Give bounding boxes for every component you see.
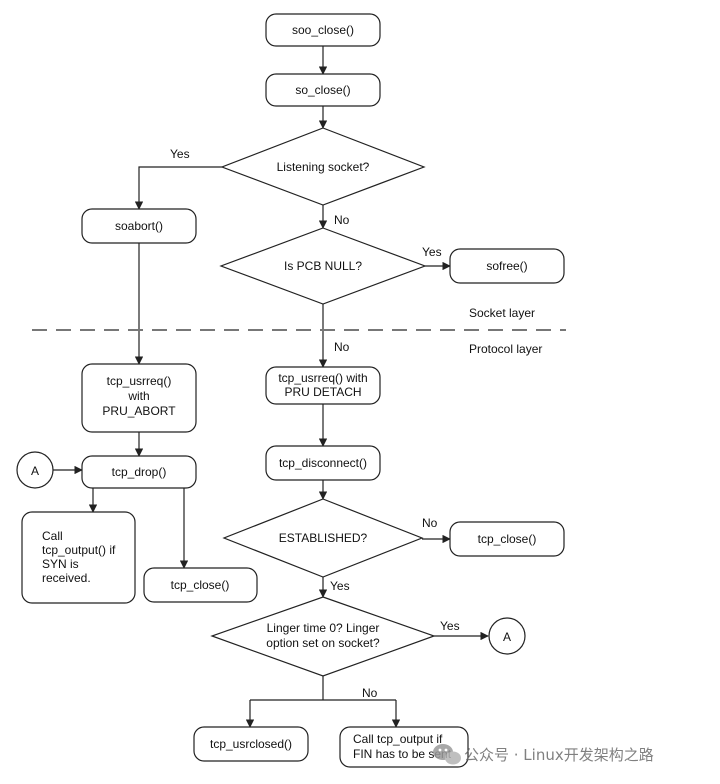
decision-pcb-null-label: Is PCB NULL? <box>284 259 362 273</box>
node-tcp-usrreq-abort: tcp_usrreq() with PRU_ABORT <box>81 363 197 433</box>
linger-yes-label: Yes <box>440 619 460 633</box>
node-call-tcp-output-syn-line1: Call <box>42 529 63 543</box>
node-tcp-usrclosed-label: tcp_usrclosed() <box>210 737 292 751</box>
edges <box>53 46 489 728</box>
edge-labels: Yes No Yes No No Yes Yes No <box>170 147 460 700</box>
listening-yes-label: Yes <box>170 147 190 161</box>
node-tcp-close-right-label: tcp_close() <box>478 532 537 546</box>
listening-no-label: No <box>334 213 350 227</box>
node-tcp-close-left-label: tcp_close() <box>171 578 230 592</box>
node-tcp-usrreq-detach-line1: tcp_usrreq() with <box>278 371 367 385</box>
node-soabort: soabort() <box>81 208 197 244</box>
node-tcp-usrclosed: tcp_usrclosed() <box>193 726 309 762</box>
node-tcp-usrreq-detach-line2: PRU DETACH <box>284 385 361 399</box>
node-tcp-drop: tcp_drop() <box>81 455 197 489</box>
node-call-tcp-output-syn-line3: SYN is <box>42 557 79 571</box>
decision-listening-socket-label: Listening socket? <box>277 160 370 174</box>
node-sofree-label: sofree() <box>486 259 527 273</box>
decision-linger-line1: Linger time 0? Linger <box>267 621 380 635</box>
connector-a-right: A <box>488 617 526 655</box>
connector-a-left-label: A <box>31 464 39 478</box>
node-tcp-close-left: tcp_close() <box>143 567 258 603</box>
established-yes-label: Yes <box>330 579 350 593</box>
node-so-close-label: so_close() <box>295 83 350 97</box>
wechat-logo-icon <box>433 744 461 765</box>
node-call-tcp-output-fin-line1: Call tcp_output if <box>353 732 443 746</box>
node-tcp-drop-label: tcp_drop() <box>112 465 167 479</box>
node-call-tcp-output-syn: Call tcp_output() if SYN is received. <box>21 511 136 604</box>
node-soo-close-label: soo_close() <box>292 23 354 37</box>
node-call-tcp-output-syn-line2: tcp_output() if <box>42 543 116 557</box>
established-no-label: No <box>422 516 438 530</box>
node-tcp-usrreq-detach: tcp_usrreq() with PRU DETACH <box>265 366 381 405</box>
node-tcp-usrreq-abort-line1: tcp_usrreq() <box>107 374 172 388</box>
node-soabort-label: soabort() <box>115 219 163 233</box>
node-tcp-usrreq-abort-line2: with <box>127 389 149 403</box>
node-call-tcp-output-fin-line2: FIN has to be sent <box>353 747 452 761</box>
node-tcp-disconnect-label: tcp_disconnect() <box>279 456 367 470</box>
connector-a-left: A <box>16 451 54 489</box>
protocol-layer-label: Protocol layer <box>469 342 542 356</box>
decision-linger: Linger time 0? Linger option set on sock… <box>210 596 436 677</box>
connector-a-right-label: A <box>503 630 511 644</box>
decision-established-label: ESTABLISHED? <box>279 531 368 545</box>
edge-linger-no-branch <box>250 676 396 701</box>
socket-layer-label: Socket layer <box>469 306 535 320</box>
decision-listening-socket: Listening socket? <box>220 127 426 206</box>
node-tcp-disconnect: tcp_disconnect() <box>265 445 381 481</box>
decision-pcb-null: Is PCB NULL? <box>219 227 427 305</box>
watermark: 公众号 · Linux开发架构之路 <box>433 744 654 765</box>
linger-no-label: No <box>362 686 378 700</box>
node-soo-close: soo_close() <box>265 13 381 47</box>
decision-linger-line2: option set on socket? <box>266 636 380 650</box>
node-tcp-close-right: tcp_close() <box>449 521 565 557</box>
pcb-no-label: No <box>334 340 350 354</box>
node-call-tcp-output-syn-line4: received. <box>42 571 91 585</box>
node-sofree: sofree() <box>449 248 565 284</box>
edge-listening-yes-to-soabort <box>134 166 222 210</box>
decision-established: ESTABLISHED? <box>222 498 424 578</box>
watermark-text: 公众号 · Linux开发架构之路 <box>464 746 654 764</box>
pcb-yes-label: Yes <box>422 245 442 259</box>
node-so-close: so_close() <box>265 73 381 107</box>
node-tcp-usrreq-abort-line3: PRU_ABORT <box>102 404 176 418</box>
